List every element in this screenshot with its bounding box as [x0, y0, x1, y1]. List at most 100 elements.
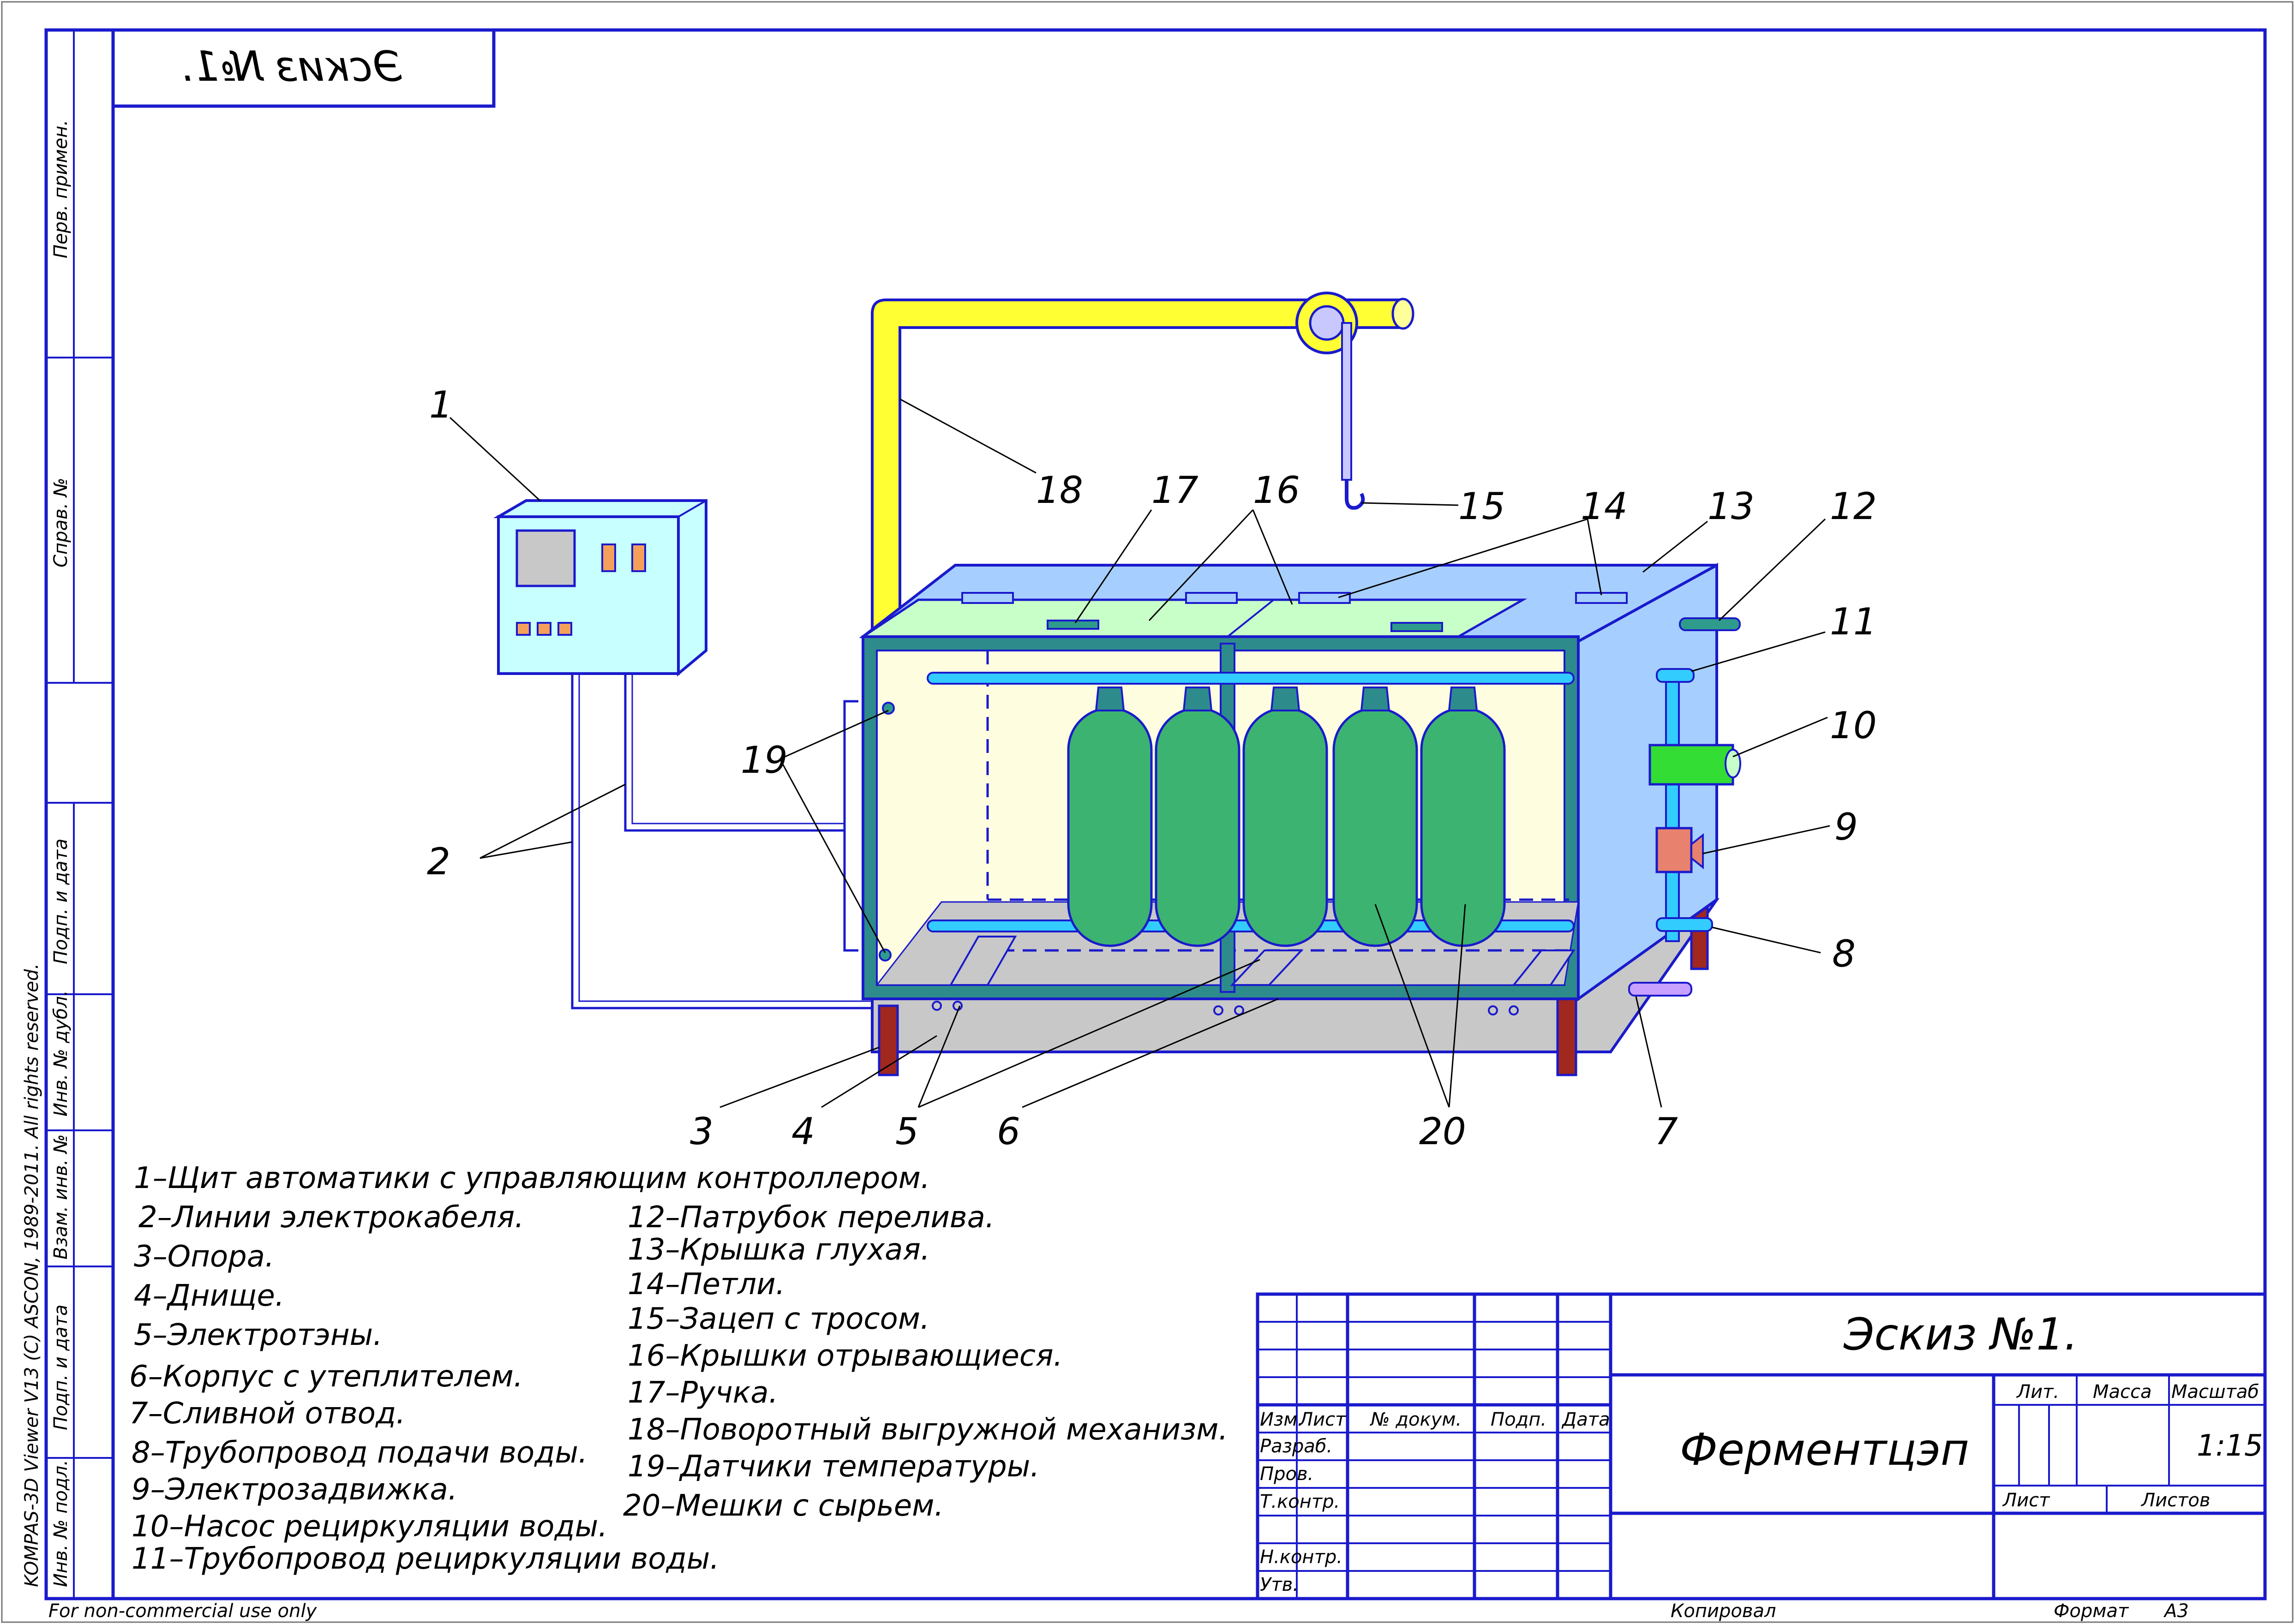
legend-item: 10–Насос рециркуляции воды.: [132, 1510, 607, 1544]
side-label-perv: Перв. примен.: [50, 120, 72, 258]
title-block: Изм. Лист № докум. Подп. Дата Разраб. Пр…: [1256, 1292, 2267, 1600]
tb-lit: Лит.: [2016, 1381, 2059, 1403]
callout-15: 15: [1458, 485, 1505, 528]
callout-17: 17: [1151, 469, 1198, 512]
tb-n-kontr: Н.контр.: [1260, 1546, 1342, 1568]
legend-item: 14–Петли.: [628, 1267, 785, 1302]
callout-18: 18: [1036, 469, 1083, 512]
callout-16: 16: [1253, 469, 1300, 512]
tb-doc-title: Эскиз №1.: [1843, 1309, 2078, 1360]
unloading-mechanism: [871, 299, 1404, 638]
mirror-title: Эскиз №1.: [180, 42, 402, 91]
callout-13: 13: [1708, 485, 1755, 528]
cable-1: [571, 674, 914, 1009]
legend-left: 1–Щит автоматики с управляющим контролле…: [129, 1161, 930, 1576]
callout-9: 9: [1834, 806, 1858, 848]
legend-item: 19–Датчики температуры.: [628, 1450, 1040, 1484]
tb-masshtab: Масштаб: [2171, 1381, 2259, 1403]
legend-item: 7–Сливной отвод.: [129, 1397, 405, 1431]
side-labels: Перв. примен. Справ. № Подп. и дата Инв.…: [21, 120, 72, 1587]
legend-item: 16–Крышки отрывающиеся.: [628, 1339, 1063, 1373]
tb-list-col: Лист: [1298, 1409, 1347, 1430]
tb-listov: Листов: [2140, 1490, 2210, 1511]
cable: [1341, 322, 1352, 481]
cable-2: [624, 674, 845, 832]
legend-item: 20–Мешки с сырьем.: [623, 1489, 944, 1523]
electric-valve: [1655, 827, 1693, 873]
tb-utv: Утв.: [1260, 1574, 1299, 1595]
temp-sensor: [879, 949, 892, 961]
legend-item: 2–Линии электрокабеля.: [138, 1200, 524, 1235]
pump: [1648, 744, 1734, 786]
callout-12: 12: [1830, 485, 1877, 528]
callout-4: 4: [791, 1110, 815, 1153]
tb-massa: Масса: [2093, 1381, 2152, 1403]
callout-numbers: 1 2 3 4 5 6 7 8 9 10 11 12 13 14 15 16 1…: [427, 383, 1877, 1153]
legend-item: 12–Патрубок перелива.: [628, 1200, 995, 1235]
tb-scale: 1:15: [2197, 1429, 2263, 1463]
kopiroval-label: Копировал: [1671, 1600, 1776, 1622]
legend-item: 1–Щит автоматики с управляющим контролле…: [134, 1161, 930, 1195]
legend-item: 15–Зацеп с тросом.: [628, 1302, 929, 1336]
tb-prov: Пров.: [1260, 1463, 1313, 1485]
legend-right: 12–Патрубок перелива. 13–Крышка глухая. …: [623, 1200, 1228, 1523]
side-label-sprav: Справ. №: [50, 478, 72, 567]
tb-list: Лист: [2002, 1490, 2050, 1511]
tb-n-dokum: № докум.: [1370, 1409, 1462, 1430]
fermenter-diagram: 1 2 3 4 5 6 7 8 9 10 11 12 13 14 15 16 1…: [427, 292, 1877, 1153]
legend-item: 13–Крышка глухая.: [628, 1233, 930, 1267]
cabinet-screen: [515, 529, 576, 587]
hook: [1345, 480, 1365, 510]
leader-lines: [449, 398, 1830, 1108]
callout-5: 5: [895, 1110, 919, 1153]
tb-t-kontr: Т.контр.: [1260, 1491, 1340, 1512]
recirc-pipe: [1665, 673, 1680, 942]
side-label-inv-dubl: Инв. № дубл.: [50, 990, 72, 1116]
callout-10: 10: [1830, 704, 1877, 747]
callout-6: 6: [997, 1110, 1020, 1153]
legend-item: 18–Поворотный выгружной механизм.: [628, 1413, 1228, 1447]
callout-20: 20: [1419, 1110, 1466, 1153]
legend-item: 5–Электротэны.: [134, 1318, 383, 1352]
callout-7: 7: [1654, 1110, 1678, 1153]
non-commercial-note: For non-commercial use only: [48, 1600, 318, 1622]
format-value: А3: [2163, 1600, 2189, 1622]
legend-item: 17–Ручка.: [628, 1376, 778, 1410]
temp-sensor: [882, 702, 895, 715]
raw-material-bags: [1067, 687, 1506, 947]
legend-item: 3–Опора.: [134, 1240, 274, 1274]
tb-data: Дата: [1561, 1409, 1610, 1430]
format-label: Формат: [2054, 1600, 2129, 1622]
callout-11: 11: [1830, 600, 1877, 643]
mirror-title-box: [111, 28, 496, 108]
callout-19: 19: [741, 739, 788, 782]
side-label-vzam: Взам. инв. №: [50, 1134, 72, 1260]
callout-2: 2: [427, 840, 450, 883]
tb-name: Ферментцэп: [1680, 1425, 1969, 1475]
heater-top: [927, 672, 1575, 685]
leg: [1556, 995, 1577, 1076]
control-cabinet: [497, 515, 680, 675]
side-strip: [44, 28, 115, 1600]
overflow-pipe: [1679, 617, 1741, 631]
copyright-text: KOMPAS-3D Viewer V13 (C) ASCON, 1989-201…: [21, 963, 42, 1587]
side-label-podp-data-2: Подп. и дата: [50, 1305, 72, 1430]
callout-14: 14: [1581, 485, 1628, 528]
tb-izm: Изм.: [1260, 1409, 1303, 1430]
tb-razrab: Разраб.: [1260, 1436, 1332, 1457]
legend-item: 4–Днище.: [134, 1279, 284, 1313]
legend-item: 6–Корпус с утеплителем.: [129, 1360, 523, 1394]
side-label-podp-data-1: Подп. и дата: [50, 839, 72, 964]
leg: [878, 1004, 899, 1076]
callout-8: 8: [1832, 932, 1856, 975]
legend-item: 8–Трубопровод подачи воды.: [132, 1436, 587, 1470]
tb-podp: Подп.: [1491, 1409, 1546, 1430]
callout-3: 3: [690, 1110, 713, 1153]
drain-outlet: [1628, 982, 1692, 997]
legend-item: 11–Трубопровод рециркуляции воды.: [132, 1542, 719, 1576]
callout-1: 1: [429, 383, 453, 426]
side-label-inv-podl: Инв. № подл.: [50, 1460, 72, 1587]
legend-item: 9–Электрозадвижка.: [132, 1473, 457, 1507]
